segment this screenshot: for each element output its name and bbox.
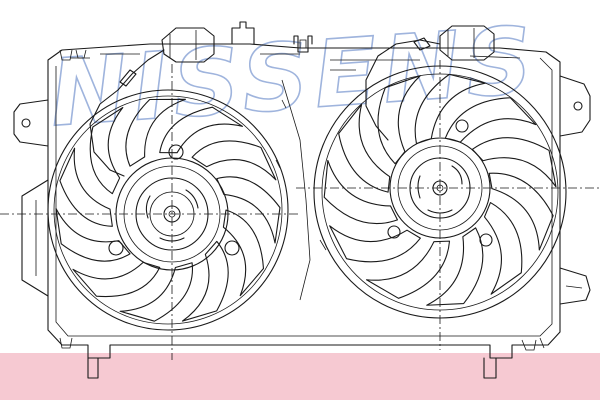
- watermark-band: [0, 353, 600, 400]
- right-fan-blade: [444, 97, 537, 143]
- left-fan-blade: [222, 209, 265, 297]
- left-fan-blade: [59, 147, 113, 227]
- right-fan-blade: [377, 75, 421, 165]
- right-connector: [365, 25, 495, 141]
- shroud-divider: [281, 79, 311, 301]
- right-fan-blade: [338, 103, 391, 193]
- right-fan-blades: [323, 73, 557, 306]
- right-hub-slots: [417, 165, 463, 214]
- left-mount-hole-2: [224, 240, 240, 256]
- right-fan-blade: [329, 225, 421, 263]
- right-mount-hole-1: [387, 225, 401, 239]
- center-axes: [0, 60, 600, 360]
- left-fan-blade: [119, 262, 193, 322]
- right-mount-hole-3: [455, 119, 469, 133]
- left-mount-hole-1: [108, 240, 124, 256]
- left-fan-blade: [159, 106, 244, 154]
- left-fan-blade: [191, 140, 277, 181]
- right-fan-blade: [365, 240, 451, 299]
- left-fan-blade: [55, 207, 131, 262]
- left-fan-blade: [89, 106, 124, 195]
- right-fan-blade: [414, 73, 486, 145]
- right-fan-blade: [471, 137, 557, 188]
- left-fan-blade: [181, 240, 229, 322]
- left-wire: [89, 49, 165, 177]
- right-fan-blade: [488, 172, 554, 251]
- left-fan-ring: [47, 89, 289, 331]
- right-mount-hole-2: [479, 233, 493, 247]
- left-fan-blade: [72, 261, 161, 298]
- shroud-frame: [13, 21, 591, 379]
- left-fan-blade: [216, 176, 281, 244]
- left-hub-slots: [145, 189, 199, 242]
- right-fan-blade: [483, 202, 523, 295]
- left-fan-blade: [125, 98, 186, 167]
- right-fan-blade: [426, 227, 484, 306]
- left-mount-hole-3: [168, 144, 184, 160]
- right-fan-blade: [323, 159, 399, 225]
- left-connector: [89, 27, 215, 177]
- left-fan-blades: [55, 98, 281, 322]
